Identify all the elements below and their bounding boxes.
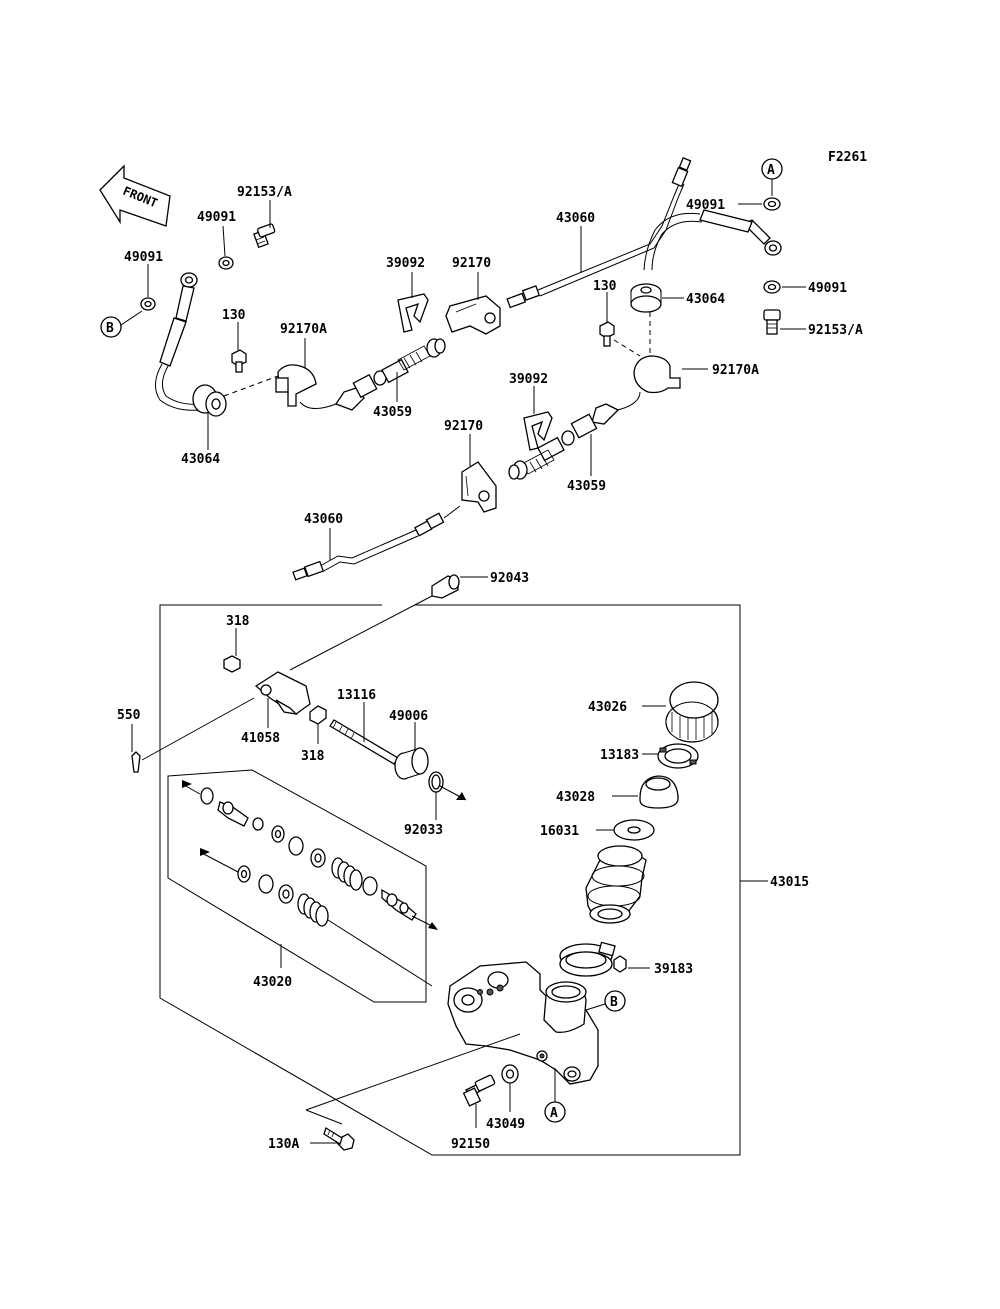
bracket-part [461, 461, 497, 513]
ref-letter-b: B [610, 995, 618, 1010]
cotter-pin-part [131, 751, 141, 773]
snap-ring-part [428, 771, 444, 793]
banjo-bolt-part [462, 1074, 496, 1107]
label-16031: 16031 [540, 824, 579, 839]
grommet-part [192, 384, 227, 417]
ref-letter-a: A [550, 1106, 558, 1121]
label-43060-lower: 43060 [304, 512, 343, 527]
label-43064-right: 43064 [686, 292, 725, 307]
label-92150: 92150 [451, 1137, 490, 1152]
label-13183: 13183 [600, 748, 639, 763]
label-49091-left-lower: 49091 [124, 250, 163, 265]
brake-pipe-part [292, 505, 461, 581]
hose-fitting-part [159, 272, 198, 367]
master-cylinder-assembly: 43015 92043 318 41058 318 550 [117, 571, 809, 1156]
piston-part [394, 747, 429, 780]
label-92033: 92033 [404, 823, 443, 838]
label-43015: 43015 [770, 875, 809, 890]
label-43020: 43020 [253, 975, 292, 990]
label-130-right: 130 [593, 279, 617, 294]
label-49091-right-upper: 49091 [686, 198, 725, 213]
ref-letter-b: B [106, 321, 114, 336]
brake-line-fitting-part [508, 403, 620, 480]
label-49006: 49006 [389, 709, 428, 724]
label-92170-lower: 92170 [444, 419, 483, 434]
clip-part [397, 293, 429, 333]
label-130-left: 130 [222, 308, 246, 323]
middle-assembly: 39092 43059 92170 [292, 372, 620, 581]
label-130a: 130A [268, 1137, 299, 1152]
banjo-bolt-part [253, 223, 276, 249]
label-92170a-right: 92170A [712, 363, 759, 378]
boot-part [431, 574, 460, 599]
grommet-part [630, 283, 662, 313]
label-43060-upper: 43060 [556, 211, 595, 226]
bracket-part [445, 295, 501, 335]
label-49091-right-lower: 49091 [808, 281, 847, 296]
clamp-part [275, 364, 317, 407]
bolt-part [231, 349, 247, 373]
label-318-top: 318 [226, 614, 250, 629]
master-cylinder-body-part [447, 961, 599, 1085]
brake-line-fitting-part [335, 338, 446, 411]
bolt-part [599, 321, 615, 347]
ref-letter-a: A [767, 163, 775, 178]
label-13116: 13116 [337, 688, 376, 703]
hose-fitting-part [699, 209, 782, 256]
label-43064-left: 43064 [181, 452, 220, 467]
front-arrow-icon: FRONT [99, 164, 171, 227]
label-41058: 41058 [241, 731, 280, 746]
ref-marker-b-lower [604, 990, 626, 1012]
spring-part [297, 893, 329, 927]
label-43059-upper: 43059 [373, 405, 412, 420]
clip-part [523, 411, 553, 451]
label-43059-lower: 43059 [567, 479, 606, 494]
ref-marker-b-left [100, 316, 122, 338]
reservoir-part [585, 845, 647, 924]
washer-part [613, 819, 655, 841]
upper-left-assembly: 92153/A 49091 49091 B 430 [100, 157, 692, 467]
clevis-part [254, 671, 311, 715]
label-92170-upper: 92170 [452, 256, 491, 271]
diaphragm-part [639, 775, 679, 809]
plate-part [657, 743, 699, 769]
label-92153a-left: 92153/A [237, 185, 292, 200]
label-39183: 39183 [654, 962, 693, 977]
label-318-bottom: 318 [301, 749, 325, 764]
nut-part [309, 705, 327, 725]
nut-part [223, 655, 241, 673]
label-49091-left-upper: 49091 [197, 210, 236, 225]
label-43026: 43026 [588, 700, 627, 715]
spring-part [331, 857, 363, 891]
kit-component-part [200, 787, 214, 805]
label-43049: 43049 [486, 1117, 525, 1132]
label-92153a-right: 92153/A [808, 323, 863, 338]
hose-clamp-part [559, 941, 627, 977]
clamp-part [633, 355, 681, 394]
label-43028: 43028 [556, 790, 595, 805]
upper-right-assembly: A 49091 49091 92153/A [593, 158, 863, 411]
label-39092-lower: 39092 [509, 372, 548, 387]
label-550: 550 [117, 708, 141, 723]
bolt-part [323, 1127, 355, 1151]
banjo-bolt-part [763, 309, 781, 335]
label-92043: 92043 [490, 571, 529, 586]
washer-part [501, 1064, 519, 1084]
figure-code: F2261 [828, 150, 867, 165]
label-92170a-left: 92170A [280, 322, 327, 337]
reservoir-cap-part [665, 681, 719, 743]
label-39092-upper: 39092 [386, 256, 425, 271]
